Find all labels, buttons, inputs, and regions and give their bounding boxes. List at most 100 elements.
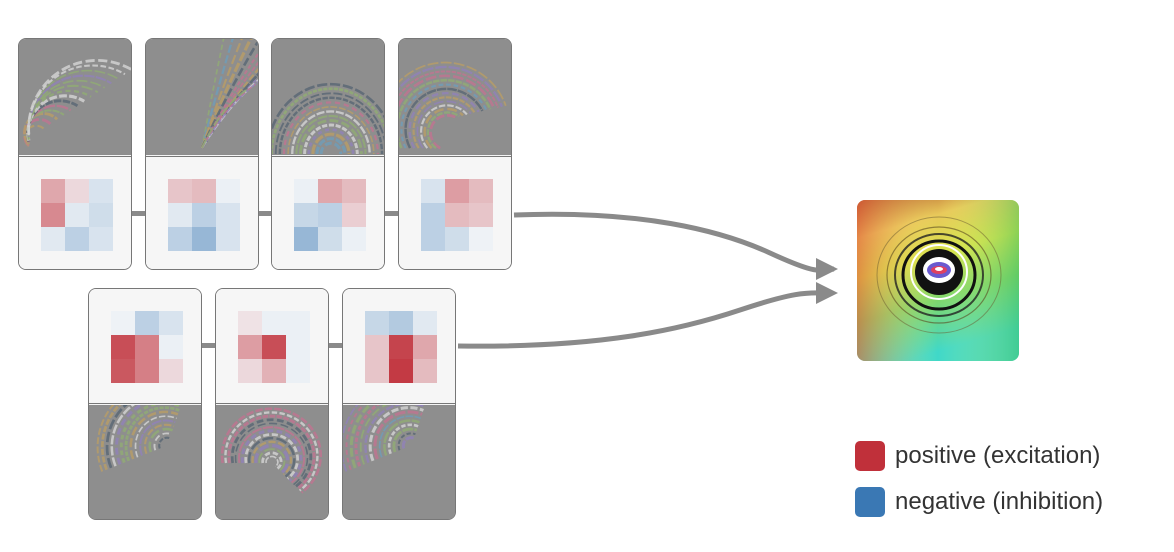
weight-cell-2 — [342, 179, 366, 203]
weight-cell-7 — [262, 359, 286, 383]
feature-visualization — [399, 39, 511, 155]
feature-visualization-image — [272, 40, 384, 155]
weight-cell-3 — [168, 203, 192, 227]
weight-cell-1 — [262, 311, 286, 335]
legend-item-positive: positive (excitation) — [855, 433, 1103, 479]
weight-cell-6 — [168, 227, 192, 251]
weight-cell-3 — [365, 335, 389, 359]
weight-cell-6 — [421, 227, 445, 251]
weight-cell-6 — [41, 227, 65, 251]
legend-item-negative: negative (inhibition) — [855, 479, 1103, 525]
feature-visualization-image — [399, 40, 511, 154]
feature-visualization-image — [89, 405, 201, 519]
weight-cell-1 — [389, 311, 413, 335]
weight-cell-0 — [111, 311, 135, 335]
weight-cell-2 — [216, 179, 240, 203]
arrow-bottom-group — [457, 290, 827, 349]
weight-cell-0 — [365, 311, 389, 335]
bottom-neuron-card-3 — [342, 288, 456, 520]
legend-label-positive: positive (excitation) — [895, 442, 1101, 469]
legend-label-negative: negative (inhibition) — [895, 488, 1104, 515]
weight-cell-4 — [318, 203, 342, 227]
legend-swatch-negative — [855, 487, 885, 517]
weight-cell-2 — [286, 311, 310, 335]
weight-cell-8 — [342, 227, 366, 251]
weight-cell-8 — [216, 227, 240, 251]
top-neuron-card-3 — [271, 38, 385, 270]
feature-visualization — [216, 405, 328, 519]
weight-cell-8 — [89, 227, 113, 251]
arrowhead-bottom — [816, 282, 838, 304]
weight-cell-7 — [135, 359, 159, 383]
feature-visualization — [146, 39, 258, 155]
weight-cell-4 — [445, 203, 469, 227]
weight-cell-7 — [389, 359, 413, 383]
weight-heatmap — [294, 179, 366, 251]
weight-cell-2 — [413, 311, 437, 335]
card-connector — [259, 211, 271, 216]
card-connector — [132, 211, 145, 216]
bottom-neuron-card-2 — [215, 288, 329, 520]
weight-cell-4 — [389, 335, 413, 359]
weight-cell-2 — [469, 179, 493, 203]
weight-cell-7 — [445, 227, 469, 251]
weight-cell-2 — [159, 311, 183, 335]
weight-cell-3 — [294, 203, 318, 227]
weight-cell-0 — [168, 179, 192, 203]
weight-cell-5 — [159, 335, 183, 359]
feature-visualization — [19, 39, 131, 155]
weight-heatmap — [421, 179, 493, 251]
feature-visualization — [272, 39, 384, 155]
feature-visualization — [89, 405, 201, 519]
feature-visualization-image — [343, 405, 455, 519]
feature-visualization-image — [19, 40, 131, 154]
weight-cell-1 — [318, 179, 342, 203]
weight-grid-panel — [272, 156, 384, 269]
legend: positive (excitation) negative (inhibiti… — [855, 433, 1103, 525]
weight-grid-panel — [343, 289, 455, 404]
feature-visualization-image — [216, 406, 328, 519]
target-feature-image — [857, 200, 1019, 361]
weight-cell-6 — [111, 359, 135, 383]
weight-cell-4 — [192, 203, 216, 227]
legend-swatch-positive — [855, 441, 885, 471]
feature-visualization-image — [146, 39, 258, 154]
weight-cell-5 — [286, 335, 310, 359]
weight-grid-panel — [19, 156, 131, 269]
weight-cell-4 — [65, 203, 89, 227]
top-neuron-card-4 — [398, 38, 512, 270]
bottom-neuron-card-1 — [88, 288, 202, 520]
weight-heatmap — [238, 311, 310, 383]
arrow-top-group — [513, 211, 835, 273]
weight-cell-4 — [262, 335, 286, 359]
weight-grid-panel — [89, 289, 201, 404]
weight-cell-7 — [192, 227, 216, 251]
weight-cell-0 — [41, 179, 65, 203]
weight-cell-1 — [445, 179, 469, 203]
weight-cell-0 — [421, 179, 445, 203]
weight-cell-8 — [413, 359, 437, 383]
weight-cell-5 — [413, 335, 437, 359]
weight-cell-0 — [294, 179, 318, 203]
weight-cell-5 — [89, 203, 113, 227]
top-neuron-card-2 — [145, 38, 259, 270]
weight-heatmap — [41, 179, 113, 251]
card-connector — [385, 211, 398, 216]
weight-cell-3 — [111, 335, 135, 359]
weight-cell-6 — [294, 227, 318, 251]
weight-cell-3 — [238, 335, 262, 359]
weight-cell-5 — [342, 203, 366, 227]
weight-grid-panel — [399, 156, 511, 269]
weight-cell-0 — [238, 311, 262, 335]
card-connector — [329, 343, 342, 348]
weight-heatmap — [111, 311, 183, 383]
weight-heatmap — [168, 179, 240, 251]
weight-cell-6 — [365, 359, 389, 383]
weight-grid-panel — [146, 156, 258, 269]
weight-cell-2 — [89, 179, 113, 203]
weight-grid-panel — [216, 289, 328, 404]
weight-cell-6 — [238, 359, 262, 383]
card-connector — [202, 343, 215, 348]
